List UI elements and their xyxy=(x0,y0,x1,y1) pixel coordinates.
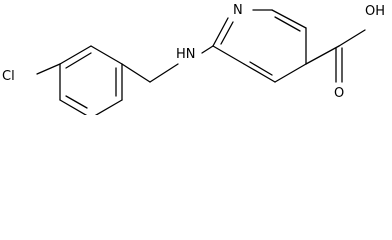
chlorine-atom-label: Cl xyxy=(2,69,15,84)
bond xyxy=(243,63,276,83)
pyridine-nitrogen-label: N xyxy=(233,3,243,18)
chlorophenyl-ring xyxy=(59,45,123,115)
bond xyxy=(59,45,92,65)
carbonyl-oxygen-label: O xyxy=(334,86,344,101)
hydroxyl-atom-label: OH xyxy=(365,4,385,19)
bond-ring-carboxyl xyxy=(305,45,340,65)
bond xyxy=(59,99,88,115)
bond-c-oh xyxy=(338,29,366,47)
double-bond-inner xyxy=(274,16,301,32)
bond-c-cl xyxy=(36,63,61,75)
amine-atom-label: HN xyxy=(176,47,196,62)
bond-nh-pyridine xyxy=(201,45,214,54)
double-bond-inner xyxy=(65,52,92,69)
double-bond-inner xyxy=(220,21,234,45)
bond xyxy=(90,45,123,65)
bond xyxy=(274,63,307,83)
bond xyxy=(271,9,307,29)
bond-ch2-nh xyxy=(149,63,179,83)
bond xyxy=(212,17,229,47)
chemical-structure: Cl HN N OH O xyxy=(2,3,385,115)
pyridine-ring xyxy=(212,9,307,83)
bond xyxy=(94,99,123,115)
bond-ring-ch2 xyxy=(121,63,151,83)
double-bond-inner xyxy=(249,61,273,76)
double-bond-inner xyxy=(65,95,88,109)
bond xyxy=(212,45,245,65)
